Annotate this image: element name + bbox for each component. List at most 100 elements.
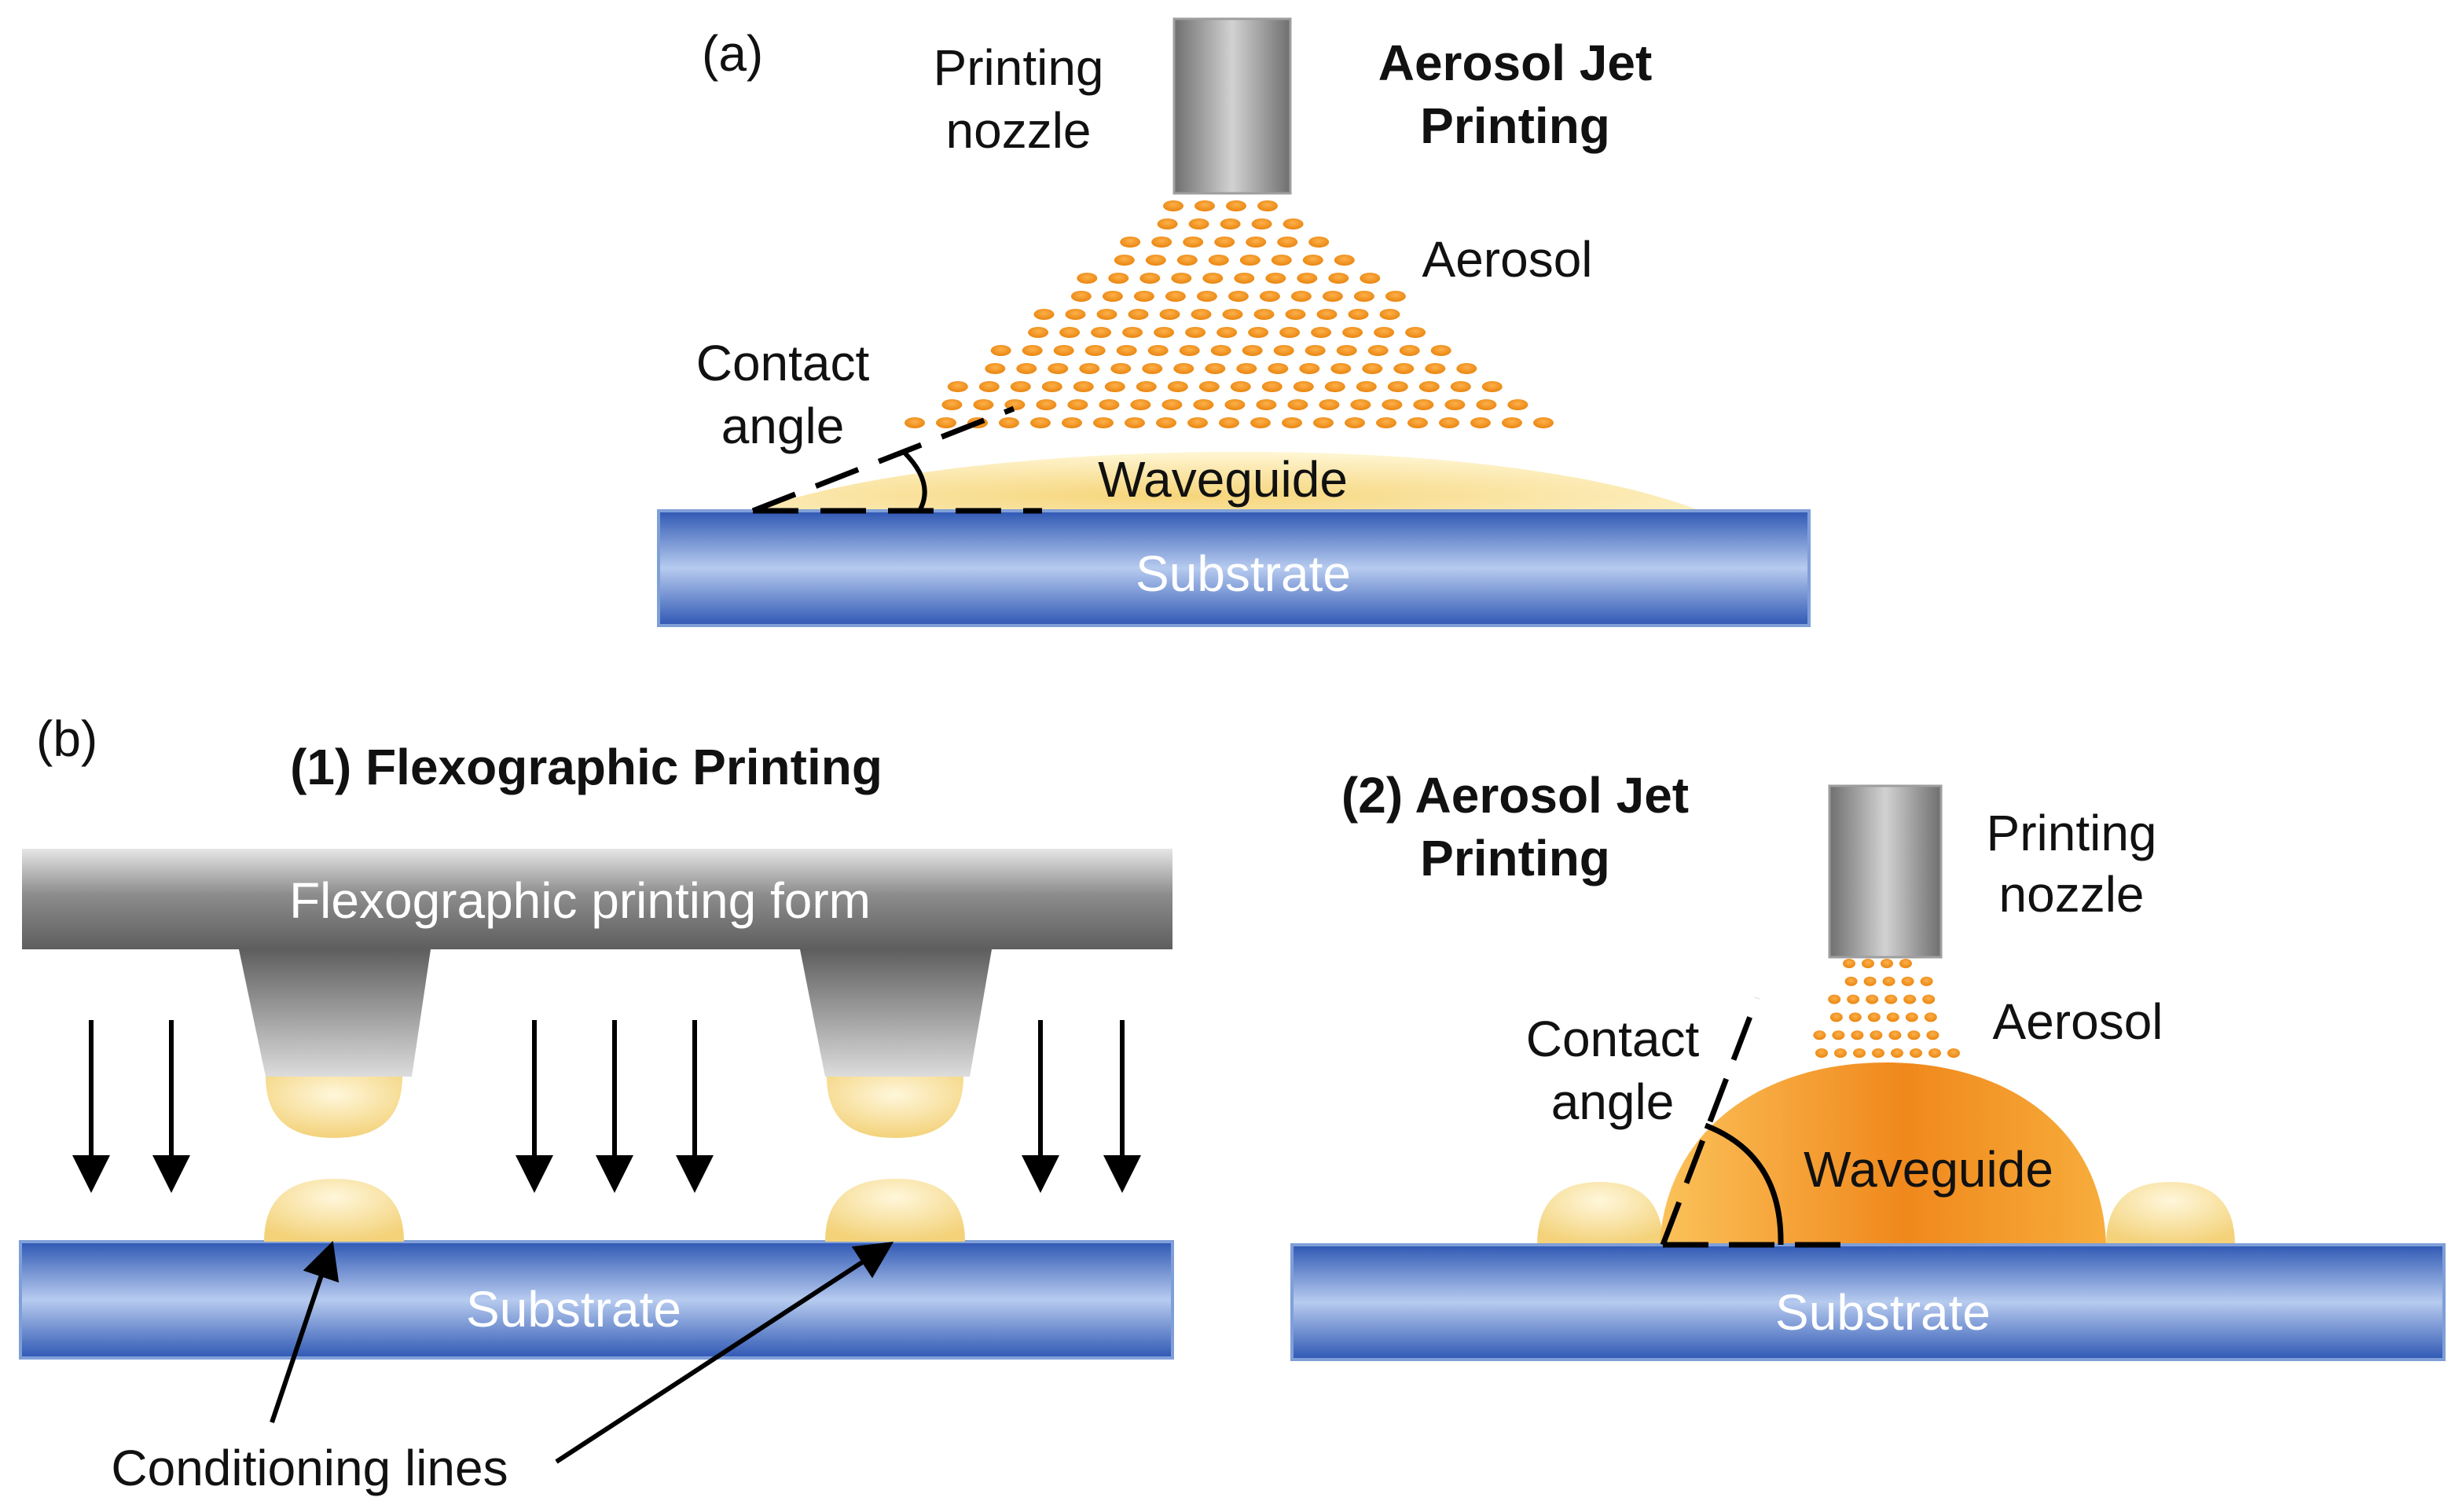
aerosol-droplet (1133, 291, 1154, 302)
aerosol-droplet (1299, 363, 1320, 374)
aerosol-droplet (1947, 1048, 1960, 1058)
aerosol-droplet (1220, 218, 1241, 229)
aerosol-droplet (1367, 345, 1389, 356)
aerosol-droplet (1399, 345, 1420, 356)
aerosol-droplet (1886, 1012, 1899, 1022)
aerosol-droplet (1251, 218, 1272, 229)
aj-title-line2: Printing (1420, 830, 1610, 886)
conditioning-line-left (264, 1179, 404, 1242)
aerosol-droplet (1214, 237, 1235, 248)
aerosol-droplet (1279, 327, 1301, 338)
aerosol-droplet (1120, 237, 1141, 248)
panel-a: (a) Printing nozzle Aerosol Jet Printing… (657, 17, 1811, 627)
aerosol-jet-subpanel: (2) Aerosol Jet Printing Substrate Print… (1290, 767, 2446, 1361)
aerosol-droplet (1928, 1048, 1941, 1058)
aerosol-droplet (1093, 417, 1114, 428)
aerosol-droplet (1256, 399, 1277, 410)
aerosol-droplet (1110, 363, 1132, 374)
aerosol-droplet (1901, 976, 1914, 986)
aerosol-droplet (1476, 399, 1497, 410)
aerosol-droplet (1259, 291, 1280, 302)
waveguide-label: Waveguide (1098, 451, 1348, 508)
aerosol-droplet (999, 417, 1019, 428)
aerosol-droplet (1829, 1012, 1843, 1022)
aerosol-droplet (1891, 1048, 1903, 1058)
contact-angle-b-label-line1: Contact (1526, 1011, 1700, 1067)
contact-angle-label-line2: angle (721, 398, 845, 454)
aerosol-droplet (1374, 327, 1395, 338)
title-a-line2: Printing (1420, 97, 1610, 154)
aerosol-droplet (1502, 417, 1522, 428)
aerosol-droplet (1234, 273, 1255, 284)
aerosol-droplet (1362, 363, 1383, 374)
aerosol-droplet (1196, 291, 1217, 302)
aj-title-line1: (2) Aerosol Jet (1341, 767, 1689, 824)
aerosol-droplet (1216, 327, 1238, 338)
aerosol-droplet (1147, 345, 1169, 356)
flexo-title: (1) Flexographic Printing (290, 739, 883, 795)
aerosol-droplet (1253, 309, 1275, 320)
ink-droplet-left (266, 1077, 402, 1138)
aerosol-droplet (1407, 417, 1428, 428)
aerosol-droplet (1356, 381, 1377, 392)
aerosol-droplet (1136, 381, 1157, 392)
substrate-aj (1290, 1243, 2446, 1361)
aerosol-droplet (973, 399, 994, 410)
substrate-label: Substrate (1136, 545, 1351, 602)
aerosol-droplet (1313, 417, 1334, 428)
aerosol-droplet (1324, 381, 1345, 392)
waveguide-b-label: Waveguide (1804, 1141, 2053, 1198)
aerosol-droplet (1881, 959, 1893, 968)
aerosol-droplet (990, 345, 1011, 356)
aerosol-droplet (1297, 273, 1318, 284)
aerosol-droplet (1194, 200, 1215, 211)
aerosol-droplet (1265, 273, 1286, 284)
panel-a-tag: (a) (702, 25, 763, 82)
aerosol-droplet (1393, 363, 1415, 374)
aerosol-droplet (1041, 381, 1062, 392)
aerosol-droplet (1405, 327, 1426, 338)
conditioning-line-right-b (2106, 1182, 2235, 1245)
aerosol-droplet (1157, 218, 1178, 229)
waveguide-film (754, 451, 1701, 511)
aerosol-droplet (1328, 273, 1349, 284)
aerosol-droplet (1070, 291, 1092, 302)
aerosol-droplet (1285, 309, 1306, 320)
form-relief-right (800, 949, 992, 1077)
aerosol-droplet (1226, 200, 1246, 211)
aerosol-droplet (1145, 255, 1166, 266)
substrate-flexo (19, 1240, 1174, 1360)
aerosol-droplet (1888, 1030, 1902, 1040)
aerosol-droplet (1067, 399, 1088, 410)
aerosol-droplet (1016, 363, 1037, 374)
aerosol-droplet (1322, 291, 1343, 302)
aerosol-droplet (1104, 381, 1125, 392)
aerosol-droplet (1193, 399, 1214, 410)
conditioning-pointer-arrows (270, 1240, 894, 1464)
aerosol-droplet (1348, 309, 1369, 320)
title-a-line1: Aerosol Jet (1378, 35, 1653, 91)
aerosol-droplet (1219, 417, 1239, 428)
panel-b-tag: (b) (36, 710, 97, 767)
aerosol-droplet (1022, 345, 1043, 356)
aerosol-droplet (1872, 1048, 1884, 1058)
aerosol-droplet (1843, 959, 1855, 968)
aerosol-droplet (1139, 273, 1161, 284)
substrate-a (657, 509, 1811, 627)
aerosol-droplet (1851, 1030, 1864, 1040)
aerosol-droplet (1165, 291, 1186, 302)
aerosol-droplet (1122, 327, 1143, 338)
aerosol-droplet (1533, 417, 1554, 428)
aerosol-droplet (1036, 399, 1057, 410)
aerosol-droplet (1302, 255, 1323, 266)
aerosol-droplet (1334, 255, 1355, 266)
printing-nozzle-b (1828, 784, 1943, 959)
aerosol-droplet (1079, 363, 1100, 374)
aerosol-droplet (1815, 1048, 1828, 1058)
aerosol-droplet (1230, 381, 1251, 392)
nozzle-label-line2: nozzle (946, 102, 1092, 159)
aerosol-droplet (1116, 345, 1137, 356)
aerosol-droplet (1832, 1030, 1845, 1040)
aerosol-droplet (1028, 327, 1049, 338)
